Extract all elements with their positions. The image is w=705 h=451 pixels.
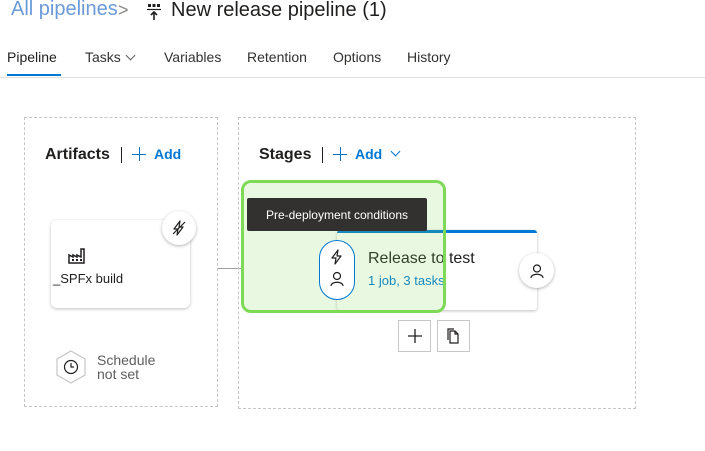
schedule-line-1: Schedule [97, 352, 156, 368]
stages-panel [238, 117, 636, 409]
stage-card[interactable]: Release to test 1 job, 3 tasks [337, 230, 537, 310]
chevron-down-icon [390, 146, 401, 156]
divider [121, 147, 122, 163]
build-factory-icon [68, 248, 85, 264]
active-tab-indicator [7, 74, 61, 76]
tab-tasks-label: Tasks [85, 49, 121, 65]
stages-title: Stages [259, 146, 312, 163]
person-icon [330, 271, 344, 287]
connector-line [218, 268, 242, 269]
person-icon [529, 263, 544, 278]
tab-retention[interactable]: Retention [247, 49, 307, 65]
lightning-disabled-icon [172, 220, 186, 236]
clone-stage-button[interactable] [437, 320, 470, 352]
stage-name: Release to test [368, 250, 475, 267]
page-title: New release pipeline (1) [171, 0, 387, 21]
tab-variables[interactable]: Variables [164, 49, 222, 65]
add-artifact-label: Add [154, 146, 182, 162]
chevron-down-icon [125, 50, 136, 61]
plus-icon [132, 147, 146, 161]
schedule-status: Schedule not set [97, 353, 155, 381]
lightning-icon [331, 249, 342, 265]
continuous-deployment-trigger-button[interactable] [162, 211, 196, 245]
tab-history[interactable]: History [407, 49, 451, 65]
plus-icon [333, 147, 347, 161]
schedule-line-2: not set [97, 366, 140, 382]
pre-deployment-tooltip: Pre-deployment conditions [247, 198, 427, 231]
tab-tasks[interactable]: Tasks [85, 49, 136, 65]
add-stage-label: Add [355, 146, 383, 162]
schedule-button[interactable] [53, 349, 89, 385]
stage-summary-link[interactable]: 1 job, 3 tasks [368, 273, 445, 288]
pre-deployment-conditions-button[interactable] [319, 240, 355, 300]
clock-icon [56, 350, 86, 384]
divider [322, 147, 323, 163]
plus-icon [407, 329, 422, 343]
breadcrumb-separator: > [118, 0, 129, 20]
release-pipeline-icon [147, 4, 161, 20]
post-deployment-conditions-button[interactable] [519, 253, 554, 288]
tab-options[interactable]: Options [333, 49, 382, 65]
add-artifact-button[interactable]: Add [132, 146, 181, 162]
tab-bar: Pipeline Tasks Variables Retention Optio… [0, 46, 705, 78]
artifacts-title: Artifacts [45, 146, 110, 163]
artifacts-panel [24, 117, 218, 407]
add-stage-below-button[interactable] [398, 320, 431, 352]
tab-pipeline[interactable]: Pipeline [7, 49, 57, 65]
add-stage-button[interactable]: Add [333, 146, 401, 162]
copy-icon [446, 328, 459, 344]
breadcrumb-all-pipelines[interactable]: All pipelines [11, 0, 118, 20]
artifact-name: _SPFx build [53, 271, 124, 286]
